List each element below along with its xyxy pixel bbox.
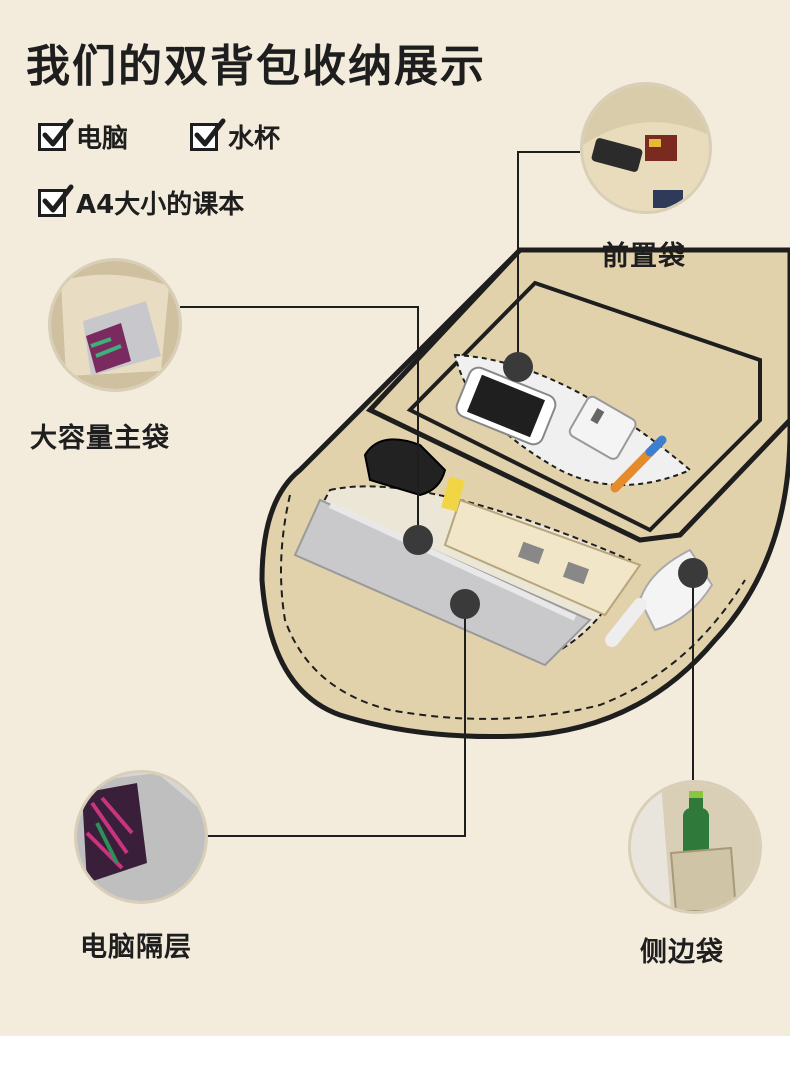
check-icon <box>190 118 226 151</box>
leader-lines <box>180 151 694 837</box>
backpack-diagram <box>180 151 790 837</box>
power-bank-icon <box>568 395 637 460</box>
book-icon <box>443 498 642 617</box>
front-pocket-photo <box>580 82 712 214</box>
checklist-item-cup: 水杯 <box>190 118 280 155</box>
product-showcase: 我们的双背包收纳展示 电脑 水杯 A4大小的课本 <box>0 0 790 1036</box>
page-title: 我们的双背包收纳展示 <box>26 41 486 92</box>
checklist-label: A4大小的课本 <box>76 190 245 220</box>
bottom-margin <box>0 1036 790 1066</box>
checklist-label: 电脑 <box>76 124 129 154</box>
checklist-item-book: A4大小的课本 <box>38 184 244 221</box>
bag-stitch <box>280 494 746 720</box>
check-icon <box>38 184 74 217</box>
checklist-label: 水杯 <box>228 124 281 154</box>
side-pocket-label: 侧边袋 <box>640 937 724 968</box>
marker-dots <box>403 352 708 619</box>
check-icon <box>38 118 74 151</box>
laptop-sleeve-label: 电脑隔层 <box>80 932 192 963</box>
main-pocket-photo <box>48 258 182 392</box>
front-pocket-frame <box>406 280 762 533</box>
laptop-sleeve-photo <box>74 770 208 904</box>
laptop-icon <box>293 498 592 667</box>
pouch-icon <box>363 438 447 497</box>
main-pocket-label: 大容量主袋 <box>30 423 170 454</box>
checklist-item-laptop: 电脑 <box>38 118 128 155</box>
front-pocket-label: 前置袋 <box>602 241 686 272</box>
side-pocket-photo <box>628 780 762 914</box>
phone-icon <box>455 366 557 446</box>
